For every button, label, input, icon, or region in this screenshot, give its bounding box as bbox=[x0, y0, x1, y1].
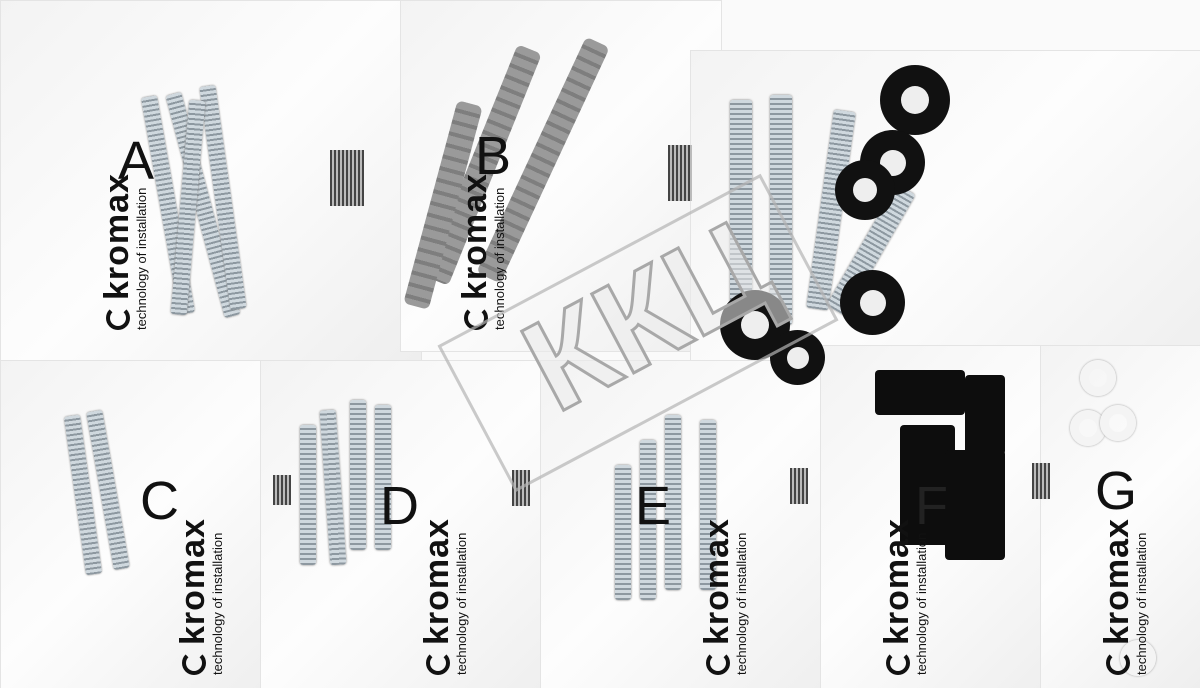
screw bbox=[300, 425, 316, 565]
washer bbox=[1100, 405, 1136, 441]
kromax-mark-icon bbox=[886, 651, 910, 675]
bag-label: A bbox=[118, 131, 155, 191]
bag-seal bbox=[512, 470, 530, 506]
bag-label: C bbox=[140, 471, 179, 531]
bag-e bbox=[540, 360, 842, 688]
kromax-mark-icon bbox=[426, 651, 450, 675]
screw bbox=[615, 465, 631, 600]
bag-c bbox=[0, 360, 282, 688]
screw bbox=[665, 415, 681, 590]
cable-sleeve bbox=[875, 370, 965, 415]
spacer-ring bbox=[835, 160, 895, 220]
kromax-mark-icon bbox=[1106, 651, 1130, 675]
bag-seal bbox=[273, 475, 291, 505]
kromax-mark-icon bbox=[706, 651, 730, 675]
spacer-ring bbox=[770, 330, 825, 385]
cable-sleeve bbox=[945, 450, 1005, 560]
bag-seal bbox=[790, 468, 808, 504]
screw bbox=[375, 405, 391, 550]
screw bbox=[350, 400, 366, 550]
bag-label: D bbox=[380, 476, 419, 536]
cable-sleeve bbox=[965, 375, 1005, 455]
spacer-ring bbox=[880, 65, 950, 135]
bag-g bbox=[1040, 345, 1200, 688]
screw bbox=[700, 420, 716, 590]
kromax-mark-icon bbox=[182, 651, 206, 675]
kromax-mark-icon bbox=[106, 306, 130, 330]
screw bbox=[640, 440, 656, 600]
bolt bbox=[770, 95, 792, 325]
bag-seal bbox=[330, 150, 364, 206]
washer bbox=[1120, 640, 1156, 676]
bag-label: G bbox=[1095, 461, 1138, 521]
spacer-ring bbox=[840, 270, 905, 335]
bag-seal bbox=[1032, 463, 1050, 499]
bolt bbox=[730, 100, 752, 330]
bag-label: F bbox=[915, 476, 948, 536]
bag-label: B bbox=[475, 126, 512, 186]
washer bbox=[1080, 360, 1116, 396]
bag-seal bbox=[668, 145, 692, 201]
bag-label: E bbox=[635, 476, 672, 536]
